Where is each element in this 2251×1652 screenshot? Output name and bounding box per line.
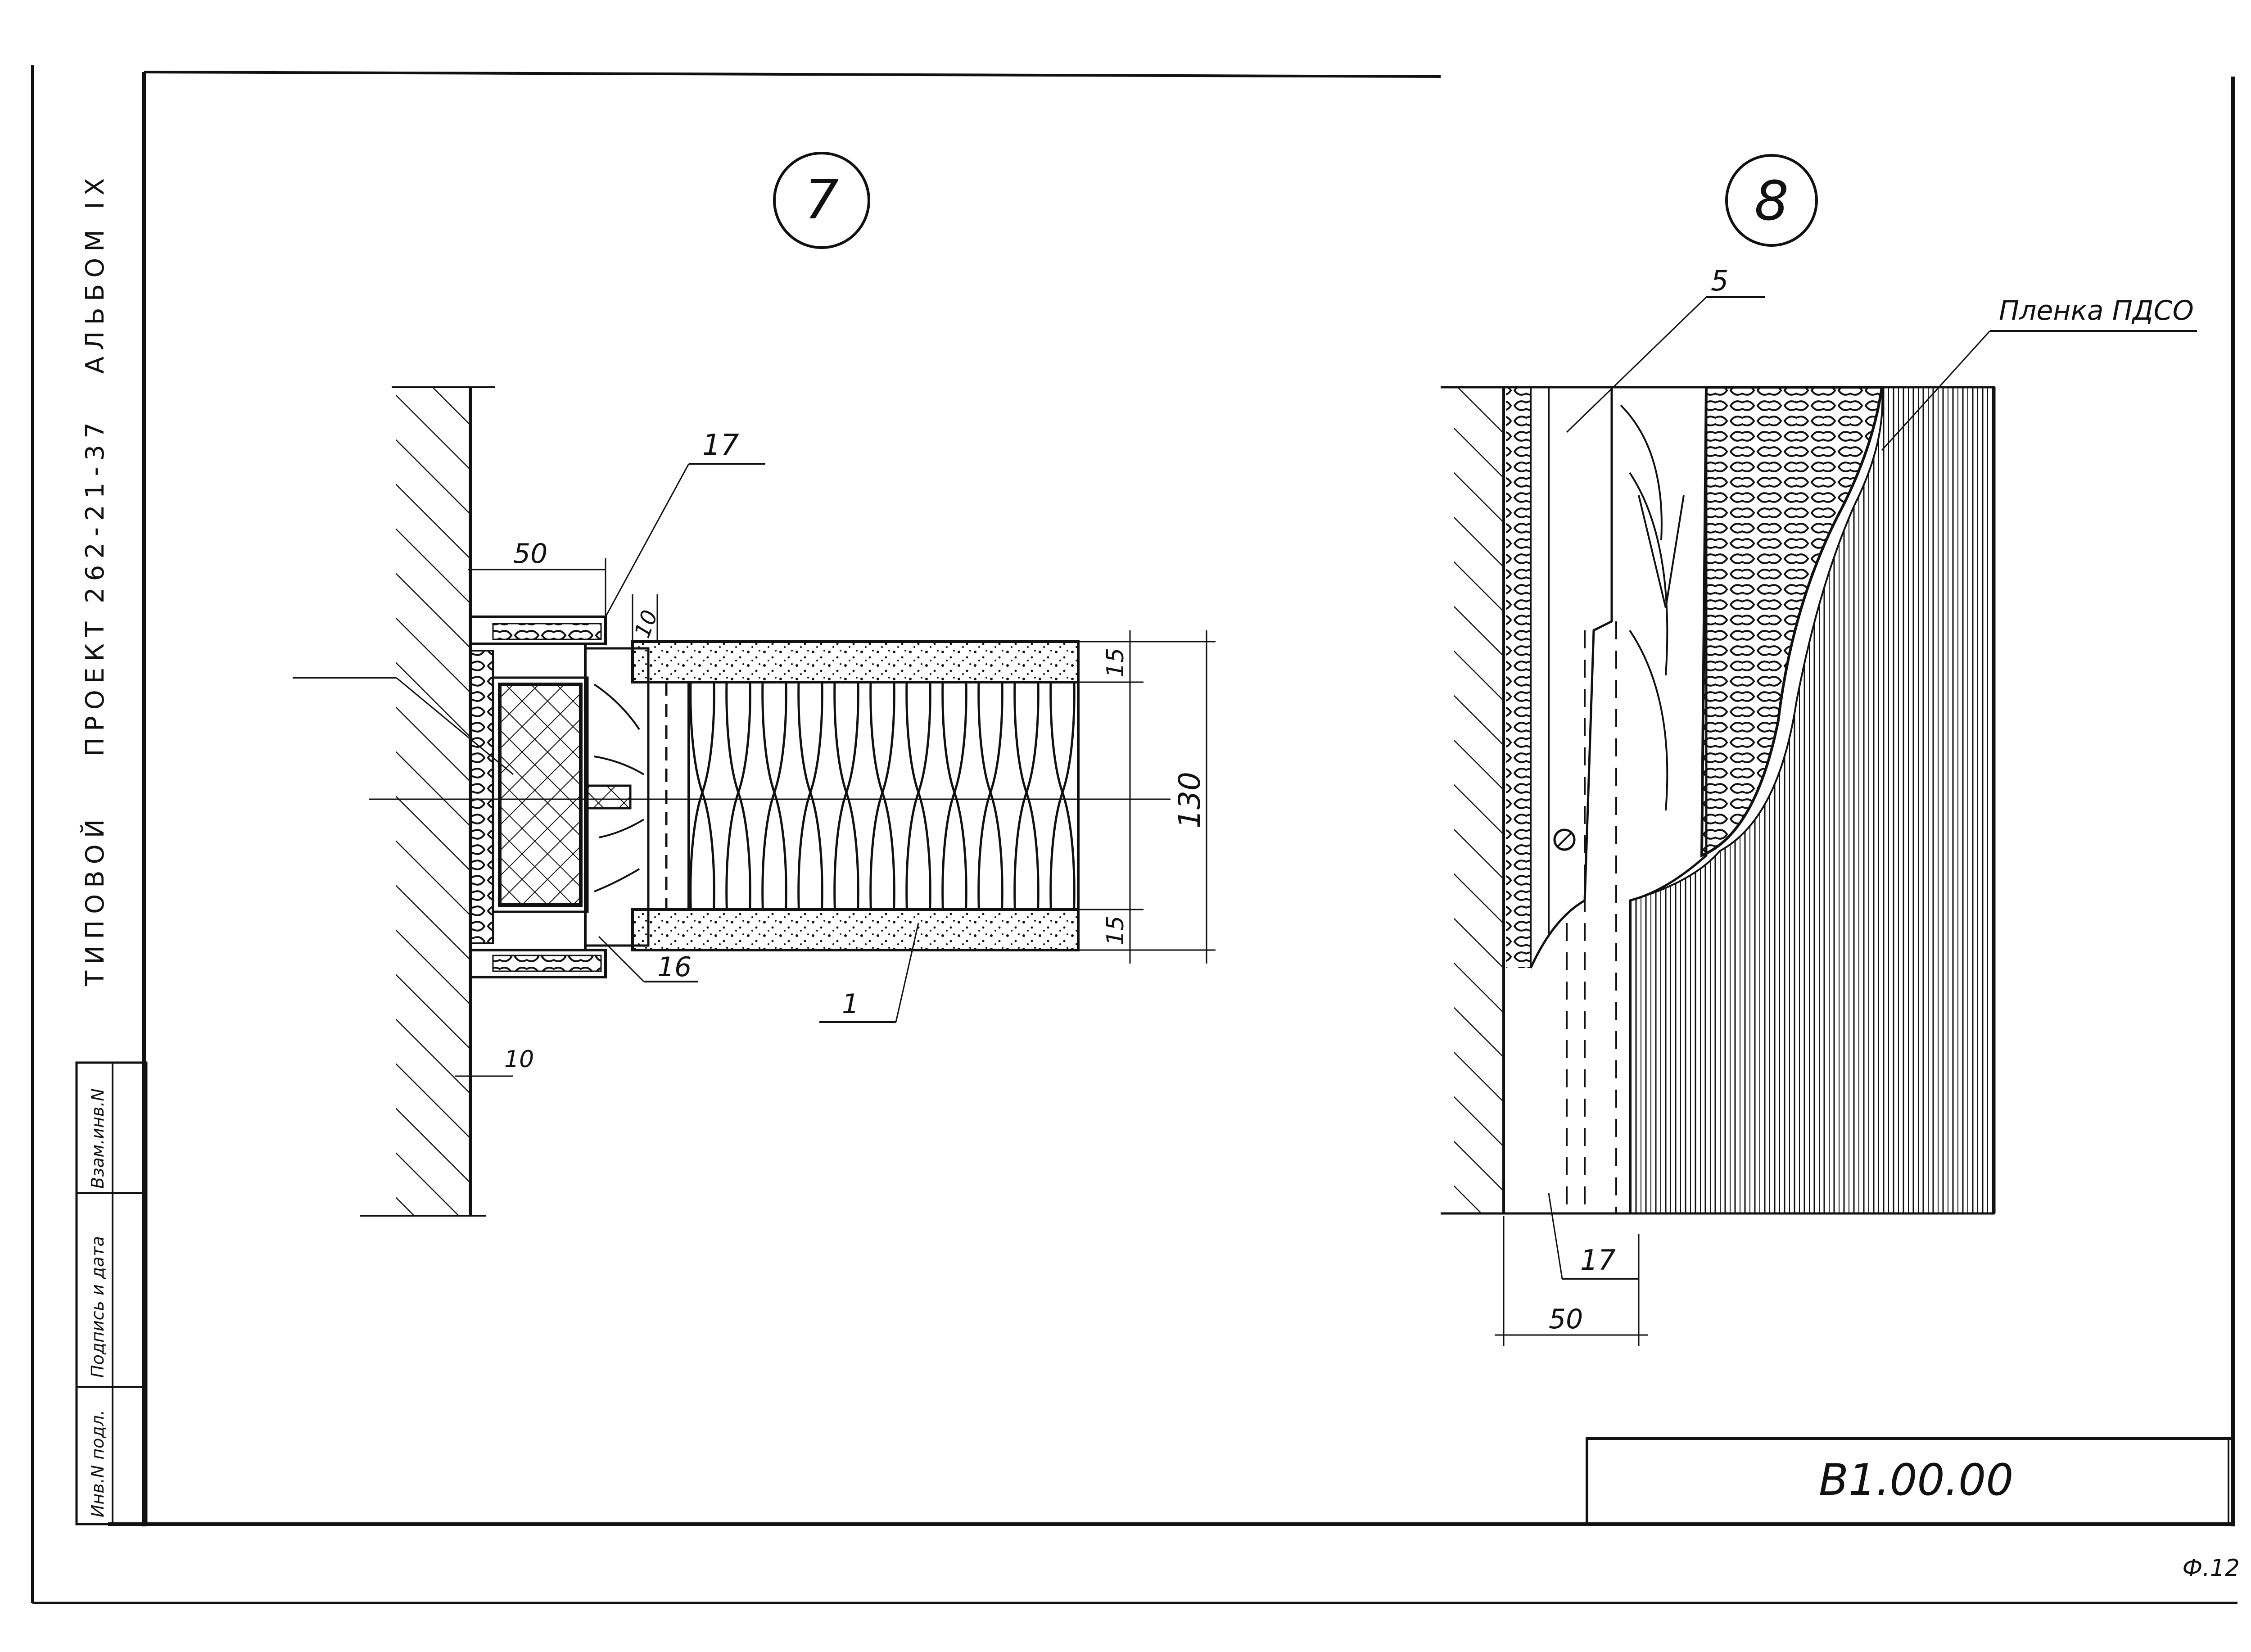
title-block-code: В1.00.00 bbox=[1819, 1455, 2013, 1505]
stamp-inv-podl: Инв.N подл. bbox=[88, 1410, 108, 1517]
detail-8-wall bbox=[1454, 387, 1504, 1213]
detail-7-callout-16: 16 bbox=[657, 951, 692, 983]
side-title-code: 262-21-37 bbox=[81, 416, 110, 603]
detail-7-callout-17: 17 bbox=[702, 429, 739, 462]
stamp-column: Инв.N подл. Подпись и дата Взам.инв.N bbox=[75, 1061, 148, 1525]
detail-7-marker-circle bbox=[773, 152, 870, 249]
side-title-proekt: ПРОЕКТ bbox=[81, 616, 110, 756]
detail-8-marker: 8 bbox=[1754, 170, 1789, 233]
detail-8-dim-50: 50 bbox=[1549, 1303, 1583, 1335]
detail-7-callout-1: 1 bbox=[842, 988, 859, 1020]
side-title-album: АЛЬБОМ IX bbox=[81, 172, 110, 374]
detail-8-callout-film: Пленка ПДСО bbox=[1999, 295, 2194, 326]
detail-8-screw bbox=[1553, 828, 1576, 851]
detail-7-dim-50: 50 bbox=[513, 538, 547, 570]
detail-7-marker: 7 bbox=[805, 169, 839, 231]
detail-7-panel-bottom-board bbox=[631, 908, 1080, 951]
side-title: ТИПОВОЙ ПРОЕКТ 262-21-37 АЛЬБОМ IX bbox=[80, 172, 110, 987]
detail-8-callout-17: 17 bbox=[1580, 1244, 1616, 1276]
detail-7-dim-10-bottom: 10 bbox=[504, 1046, 534, 1073]
detail-8-sealant bbox=[1506, 387, 1531, 968]
detail-8-callout-5: 5 bbox=[1711, 264, 1728, 297]
detail-7-dim-15-bottom: 15 bbox=[1102, 916, 1129, 946]
sheet-number: Ф.12 bbox=[2183, 1555, 2240, 1582]
detail-7-sealant bbox=[470, 650, 494, 944]
side-title-typovoi: ТИПОВОЙ bbox=[80, 813, 110, 987]
detail-7-bolt bbox=[584, 784, 632, 810]
detail-7: 7 17 16 1 bbox=[293, 152, 1216, 1217]
title-block: В1.00.00 bbox=[1586, 1437, 2234, 1525]
detail-8-film bbox=[1629, 386, 1995, 1214]
detail-7-dim-130: 130 bbox=[1172, 772, 1207, 828]
detail-8-insulation bbox=[1700, 386, 1884, 858]
detail-7-panel-top-board bbox=[631, 640, 1080, 683]
stamp-vzam: Взам.инв.N bbox=[88, 1088, 108, 1189]
detail-7-core bbox=[498, 683, 583, 907]
detail-8: 8 5 Пленка ПДСО 17 bbox=[1441, 154, 2197, 1346]
stamp-podpis: Подпись и дата bbox=[88, 1236, 108, 1378]
detail-8-marker-circle bbox=[1725, 154, 1818, 247]
detail-7-wall bbox=[396, 387, 470, 1216]
detail-7-dim-15-top: 15 bbox=[1102, 648, 1129, 678]
sheet-frame bbox=[31, 65, 2237, 1604]
detail-7-insulation bbox=[687, 681, 1080, 911]
